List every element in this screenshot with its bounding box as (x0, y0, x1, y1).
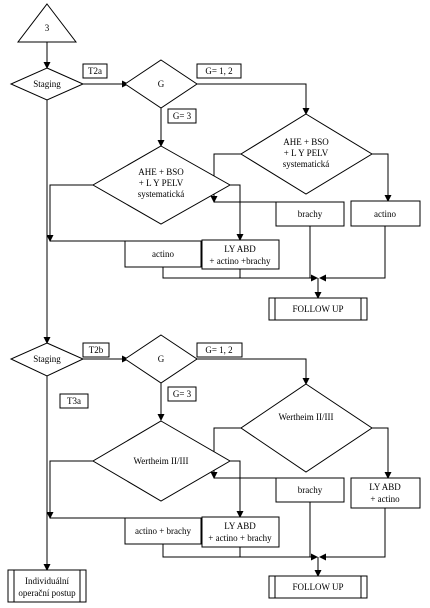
surgery-decision-right-t2b: Wertheim II/III (240, 383, 373, 473)
surgery-decision-right-t2a: AHE + BSO + L Y PELV systematická (240, 113, 373, 195)
ly-abd-box-t2b: LY ABD + actino + brachy (201, 516, 280, 548)
svg-text:systematická: systematická (283, 159, 330, 169)
svg-text:AHE + BSO: AHE + BSO (283, 137, 329, 147)
grade-12-tag-t2a: G= 1, 2 (196, 63, 242, 79)
start-label: 3 (45, 23, 50, 33)
svg-text:LY ABD: LY ABD (224, 244, 256, 254)
ly-abd-actino-box-t2b: LY ABD + actino (350, 477, 421, 509)
svg-text:G: G (158, 79, 165, 89)
staging-label: Staging (33, 79, 61, 89)
svg-text:LY ABD: LY ABD (224, 521, 256, 531)
actino-box-t2a: actino (124, 240, 202, 268)
svg-text:actino + brachy: actino + brachy (135, 526, 192, 536)
svg-text:FOLLOW UP: FOLLOW UP (292, 582, 343, 592)
stage-tag-t3a: T3a (59, 393, 89, 409)
individual-procedure-box: Individuální operační postup (7, 569, 87, 603)
svg-text:+ actino + brachy: + actino + brachy (208, 533, 272, 543)
ly-abd-box-t2a: LY ABD + actino +brachy (201, 239, 280, 270)
svg-text:brachy: brachy (298, 209, 323, 219)
svg-text:+ actino +brachy: + actino +brachy (209, 256, 271, 266)
svg-text:G= 3: G= 3 (173, 389, 192, 399)
svg-text:G= 1, 2: G= 1, 2 (205, 66, 232, 76)
svg-text:Staging: Staging (33, 354, 61, 364)
stage-tag-t2a: T2a (82, 63, 108, 79)
stage-tag-t2b: T2b (82, 342, 110, 358)
svg-text:+ actino: + actino (370, 494, 400, 504)
svg-text:Wertheim II/III: Wertheim II/III (134, 456, 189, 466)
svg-text:actino: actino (374, 209, 396, 219)
brachy-box-t2b: brachy (275, 477, 345, 503)
grade-decision-t2a: G (124, 59, 198, 109)
grade-12-tag-t2b: G= 1, 2 (196, 342, 243, 358)
actino-right-box-t2a: actino (350, 200, 421, 227)
follow-up-t2b: FOLLOW UP (268, 575, 368, 599)
svg-text:FOLLOW UP: FOLLOW UP (292, 304, 343, 314)
svg-text:G= 1, 2: G= 1, 2 (205, 345, 232, 355)
follow-up-t2a: FOLLOW UP (268, 297, 368, 321)
start-node: 3 (16, 3, 78, 43)
brachy-box-t2a: brachy (275, 201, 345, 227)
svg-text:G= 3: G= 3 (173, 111, 192, 121)
grade-3-tag-t2b: G= 3 (167, 386, 197, 402)
svg-text:+ L Y PELV: + L Y PELV (284, 148, 329, 158)
actino-brachy-box-t2b: actino + brachy (124, 517, 202, 545)
grade-3-tag-t2a: G= 3 (167, 108, 197, 124)
svg-text:+ L Y PELV: + L Y PELV (139, 178, 184, 188)
svg-text:actino: actino (152, 249, 174, 259)
svg-text:T2a: T2a (88, 66, 102, 76)
connectors (43, 42, 392, 577)
svg-text:Wertheim II/III: Wertheim II/III (279, 412, 334, 422)
svg-text:brachy: brachy (298, 485, 323, 495)
svg-text:LY ABD: LY ABD (369, 482, 401, 492)
svg-text:T2b: T2b (89, 345, 104, 355)
surgery-decision-left-t2a: AHE + BSO + L Y PELV systematická (91, 145, 232, 225)
surgery-decision-left-t2b: Wertheim II/III (92, 420, 231, 502)
staging-decision-t2a: Staging (9, 67, 85, 101)
svg-text:AHE + BSO: AHE + BSO (138, 167, 184, 177)
svg-text:systematická: systematická (138, 189, 185, 199)
svg-text:operační postup: operační postup (18, 588, 76, 598)
svg-text:Individuální: Individuální (25, 576, 69, 586)
svg-text:G: G (158, 354, 165, 364)
grade-decision-t2b: G (124, 334, 198, 384)
svg-text:T3a: T3a (67, 396, 81, 406)
staging-decision-t2b: Staging (9, 342, 85, 377)
